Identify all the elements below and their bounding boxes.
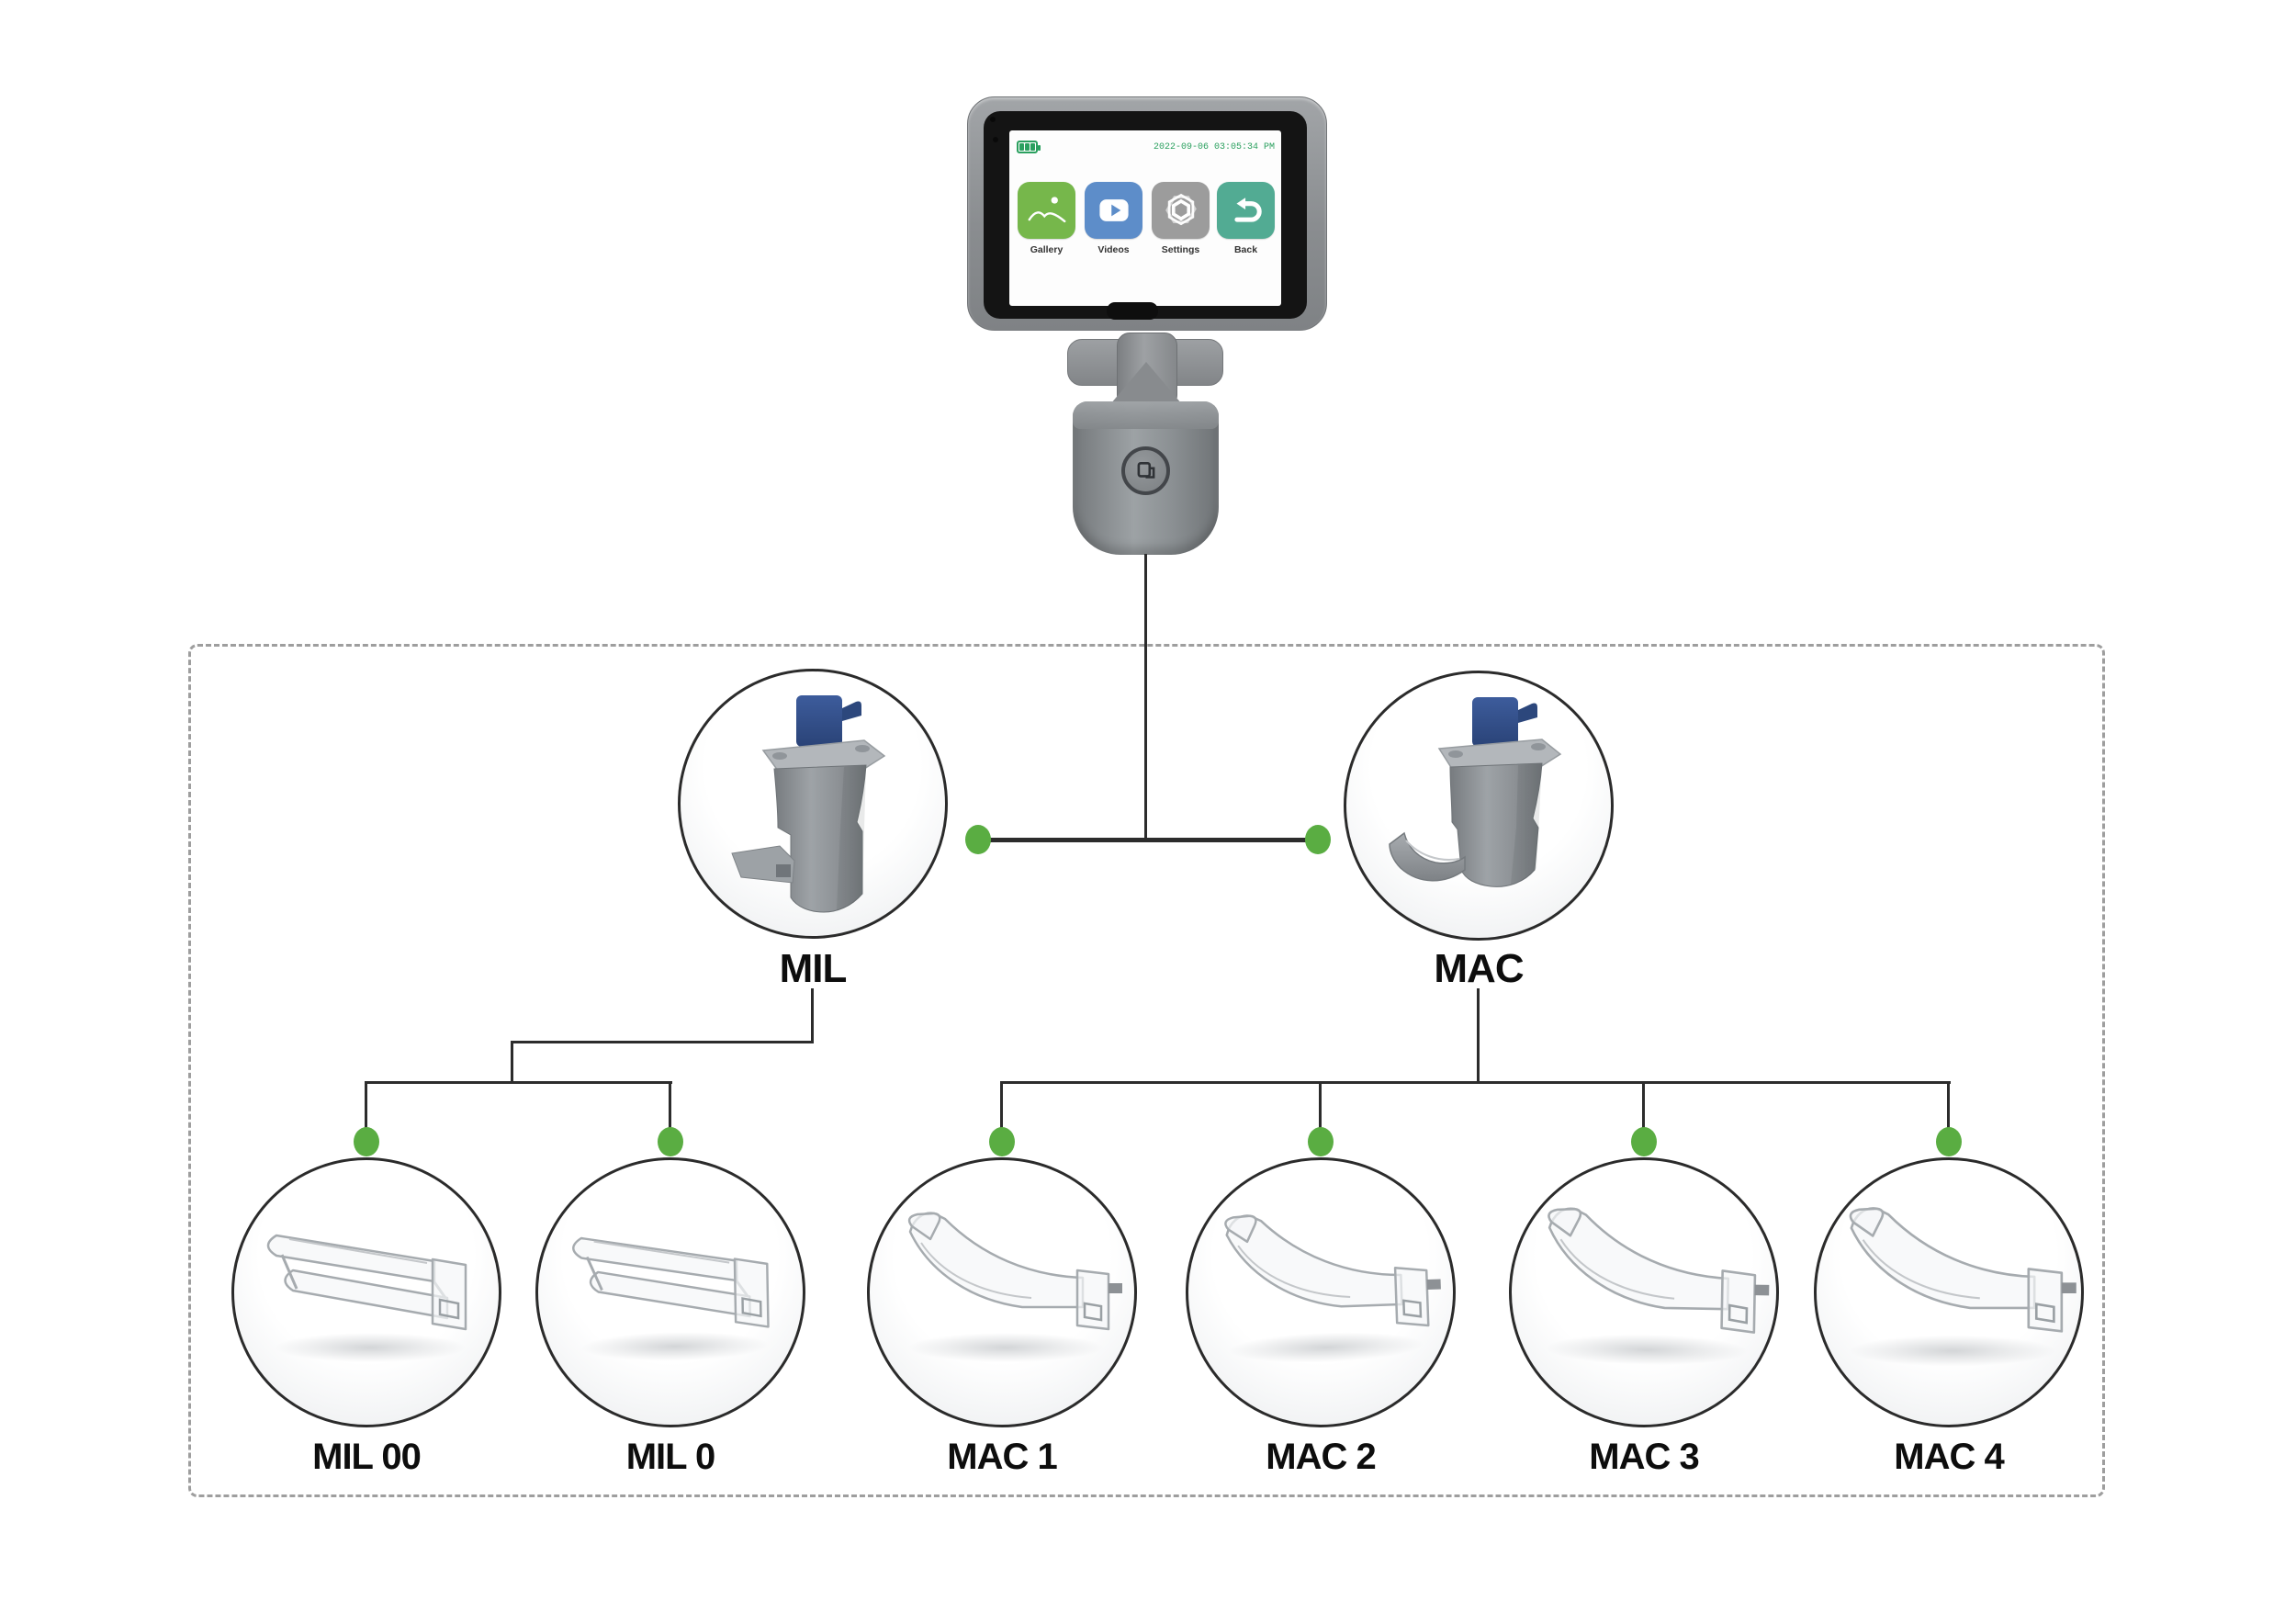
node-circle-mil0 bbox=[535, 1157, 805, 1427]
label-mac4: MAC 4 bbox=[1894, 1437, 2004, 1477]
power-button-icon bbox=[1137, 461, 1154, 479]
videos-icon bbox=[1098, 199, 1129, 221]
connector-mil-mac-horizontal bbox=[978, 838, 1318, 842]
settings-tile[interactable] bbox=[1152, 182, 1210, 239]
mac2-drop bbox=[1319, 1081, 1322, 1130]
mac-bracket bbox=[1001, 1081, 1951, 1084]
node-circle-mac bbox=[1344, 671, 1614, 941]
handle-power-button[interactable] bbox=[1121, 446, 1170, 495]
node-circle-mac2 bbox=[1186, 1157, 1456, 1427]
settings-label: Settings bbox=[1161, 244, 1200, 255]
bezel-sensor-dot bbox=[993, 137, 998, 142]
mac4-blade-image bbox=[1849, 1207, 2077, 1367]
gallery-label: Gallery bbox=[1030, 244, 1064, 255]
label-mil00: MIL 00 bbox=[312, 1437, 422, 1477]
mac1-blade-image bbox=[907, 1212, 1122, 1362]
gallery-tile[interactable] bbox=[1018, 182, 1075, 239]
label-mac1: MAC 1 bbox=[947, 1437, 1057, 1477]
green-dot-mac4 bbox=[1936, 1127, 1962, 1156]
green-dot-mac bbox=[1305, 825, 1331, 854]
mil-blade-adapter-image bbox=[731, 695, 886, 913]
mac-blade-adapter-image bbox=[1389, 697, 1562, 887]
app-gallery[interactable]: Gallery bbox=[1018, 182, 1075, 255]
green-dot-mac3 bbox=[1631, 1127, 1657, 1156]
mac3-drop bbox=[1642, 1081, 1645, 1130]
gallery-icon bbox=[1028, 197, 1065, 223]
videos-label: Videos bbox=[1097, 244, 1130, 255]
label-mac: MAC bbox=[1434, 946, 1524, 991]
screen-bottom-notch bbox=[1107, 302, 1158, 320]
mil-zig-vertical bbox=[511, 1041, 513, 1084]
green-dot-mac1 bbox=[989, 1127, 1015, 1156]
mac4-drop bbox=[1947, 1081, 1950, 1130]
mil0-blade-image bbox=[572, 1236, 770, 1361]
mac1-drop bbox=[1000, 1081, 1003, 1130]
node-circle-mac1 bbox=[867, 1157, 1137, 1427]
mac2-blade-image bbox=[1224, 1214, 1441, 1363]
battery-icon bbox=[1017, 141, 1041, 153]
mil00-drop bbox=[365, 1081, 367, 1130]
node-circle-mac3 bbox=[1509, 1157, 1779, 1427]
mac-stem bbox=[1477, 988, 1480, 1084]
settings-icon bbox=[1165, 193, 1197, 226]
label-mac2: MAC 2 bbox=[1266, 1437, 1376, 1477]
mil-zig-horizontal bbox=[511, 1041, 814, 1043]
back-label: Back bbox=[1233, 244, 1258, 255]
mil-bracket bbox=[366, 1081, 672, 1084]
videos-tile[interactable] bbox=[1085, 182, 1142, 239]
datetime-text: 2022-09-06 03:05:34 PM bbox=[1153, 142, 1275, 152]
label-mil0: MIL 0 bbox=[625, 1437, 716, 1477]
mil00-blade-image bbox=[266, 1234, 467, 1362]
handle-cap bbox=[1073, 401, 1219, 429]
green-dot-mil bbox=[965, 825, 991, 854]
bezel-sensor-dot bbox=[990, 117, 996, 122]
back-tile[interactable] bbox=[1217, 182, 1275, 239]
green-dot-mac2 bbox=[1308, 1127, 1334, 1156]
node-circle-mil00 bbox=[231, 1157, 501, 1427]
label-mac3: MAC 3 bbox=[1589, 1437, 1699, 1477]
mac3-blade-image bbox=[1545, 1207, 1770, 1366]
back-icon bbox=[1233, 197, 1262, 222]
mil-stem bbox=[811, 988, 814, 1043]
app-back[interactable]: Back bbox=[1217, 182, 1275, 255]
node-circle-mac4 bbox=[1814, 1157, 2084, 1427]
node-circle-mil bbox=[678, 669, 948, 939]
app-settings[interactable]: Settings bbox=[1152, 182, 1210, 255]
connector-device-stem bbox=[1144, 554, 1147, 840]
green-dot-mil00 bbox=[354, 1127, 379, 1156]
app-videos[interactable]: Videos bbox=[1085, 182, 1142, 255]
label-mil: MIL bbox=[779, 946, 848, 991]
mil0-drop bbox=[669, 1081, 671, 1130]
monitor-screen: 2022-09-06 03:05:34 PM Gallery Videos bbox=[1009, 130, 1281, 306]
green-dot-mil0 bbox=[658, 1127, 683, 1156]
